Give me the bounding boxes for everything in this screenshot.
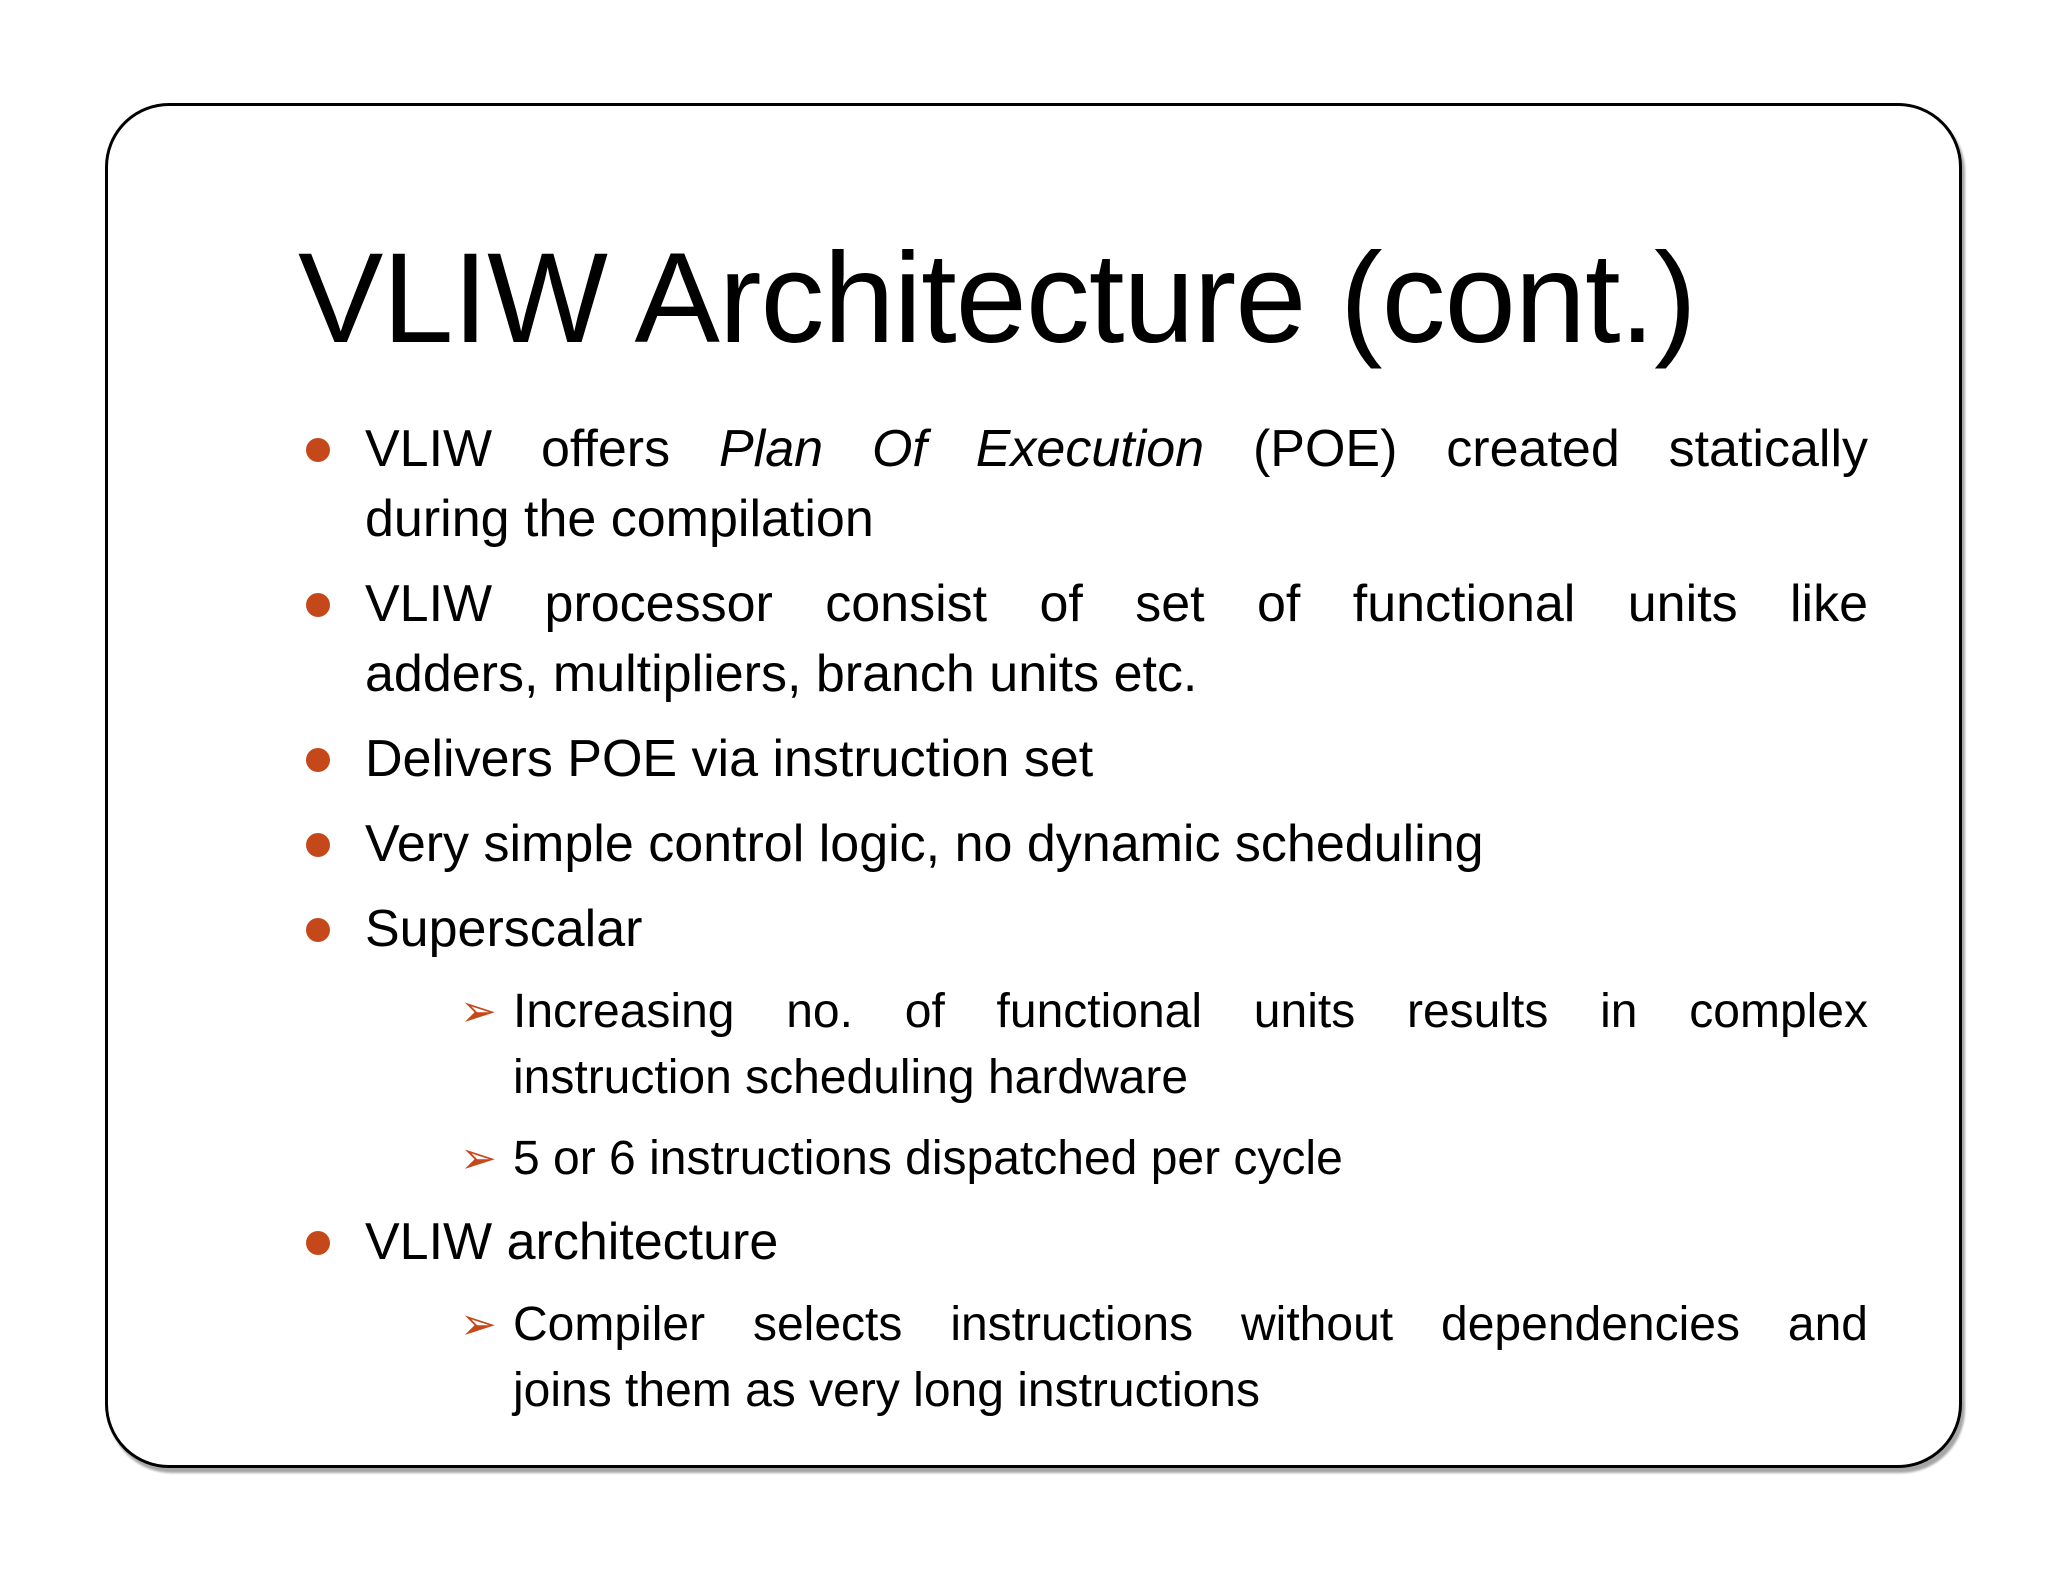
bullet-line: joins them as very long instructions xyxy=(513,1364,1260,1417)
bullet-text: Very simple control logic, no dynamic sc… xyxy=(365,809,1868,879)
arrow-bullet-icon: ➢ xyxy=(460,1126,513,1192)
dot-bullet-icon xyxy=(306,569,365,617)
dot-bullet-icon xyxy=(306,809,365,857)
dot-icon xyxy=(306,748,330,772)
bullet-line: during the compilation xyxy=(365,490,874,548)
bullet-text: 5 or 6 instructions dispatched per cycle xyxy=(513,1126,1868,1192)
bullet-item: Very simple control logic, no dynamic sc… xyxy=(108,809,1868,879)
slide-card: VLIW Architecture (cont.) VLIW offers Pl… xyxy=(105,103,1962,1468)
bullet-line: instruction scheduling hardware xyxy=(513,1051,1189,1104)
bullet-item: VLIW offers Plan Of Execution (POE) crea… xyxy=(108,414,1868,554)
arrow-icon: ➢ xyxy=(460,986,497,1037)
bullet-line: Very simple control logic, no dynamic sc… xyxy=(365,815,1484,873)
arrow-bullet-icon: ➢ xyxy=(460,1292,513,1358)
bullet-item: Delivers POE via instruction set xyxy=(108,724,1868,794)
bullet-line: Increasing no. of functional units resul… xyxy=(513,985,1868,1038)
dot-icon xyxy=(306,593,330,617)
bullet-line: 5 or 6 instructions dispatched per cycle xyxy=(513,1132,1343,1185)
dot-icon xyxy=(306,833,330,857)
bullet-item: VLIW processor consist of set of functio… xyxy=(108,569,1868,709)
bullet-text: VLIW offers Plan Of Execution (POE) crea… xyxy=(365,414,1868,554)
dot-icon xyxy=(306,1231,330,1255)
arrow-bullet-icon: ➢ xyxy=(460,979,513,1045)
bullet-line: adders, multipliers, branch units etc. xyxy=(365,645,1198,703)
slide-title: VLIW Architecture (cont.) xyxy=(298,227,1697,370)
dot-bullet-icon xyxy=(306,414,365,462)
bullet-line: Delivers POE via instruction set xyxy=(365,730,1094,788)
dot-icon xyxy=(306,438,330,462)
bullet-item: Superscalar xyxy=(108,894,1868,964)
sub-bullet-item: ➢ Increasing no. of functional units resu… xyxy=(108,979,1868,1111)
bullet-list: VLIW offers Plan Of Execution (POE) crea… xyxy=(108,414,1868,1439)
bullet-line: Superscalar xyxy=(365,900,643,958)
bullet-text: Compiler selects instructions without de… xyxy=(513,1292,1868,1424)
sub-bullet-item: ➢ Compiler selects instructions without d… xyxy=(108,1292,1868,1424)
bullet-line: Compiler selects instructions without de… xyxy=(513,1298,1868,1351)
bullet-line: VLIW architecture xyxy=(365,1213,779,1271)
dot-bullet-icon xyxy=(306,894,365,942)
bullet-line: VLIW processor consist of set of functio… xyxy=(365,575,1868,633)
arrow-icon: ➢ xyxy=(460,1133,497,1184)
bullet-text: Increasing no. of functional units resul… xyxy=(513,979,1868,1111)
bullet-line: VLIW offers Plan Of Execution (POE) crea… xyxy=(365,420,1869,478)
dot-bullet-icon xyxy=(306,724,365,772)
bullet-item: VLIW architecture xyxy=(108,1207,1868,1277)
bullet-text: Delivers POE via instruction set xyxy=(365,724,1868,794)
bullet-text: Superscalar xyxy=(365,894,1868,964)
dot-bullet-icon xyxy=(306,1207,365,1255)
sub-bullet-item: ➢ 5 or 6 instructions dispatched per cycl… xyxy=(108,1126,1868,1192)
bullet-text: VLIW processor consist of set of functio… xyxy=(365,569,1868,709)
dot-icon xyxy=(306,918,330,942)
bullet-text: VLIW architecture xyxy=(365,1207,1868,1277)
arrow-icon: ➢ xyxy=(460,1299,497,1350)
